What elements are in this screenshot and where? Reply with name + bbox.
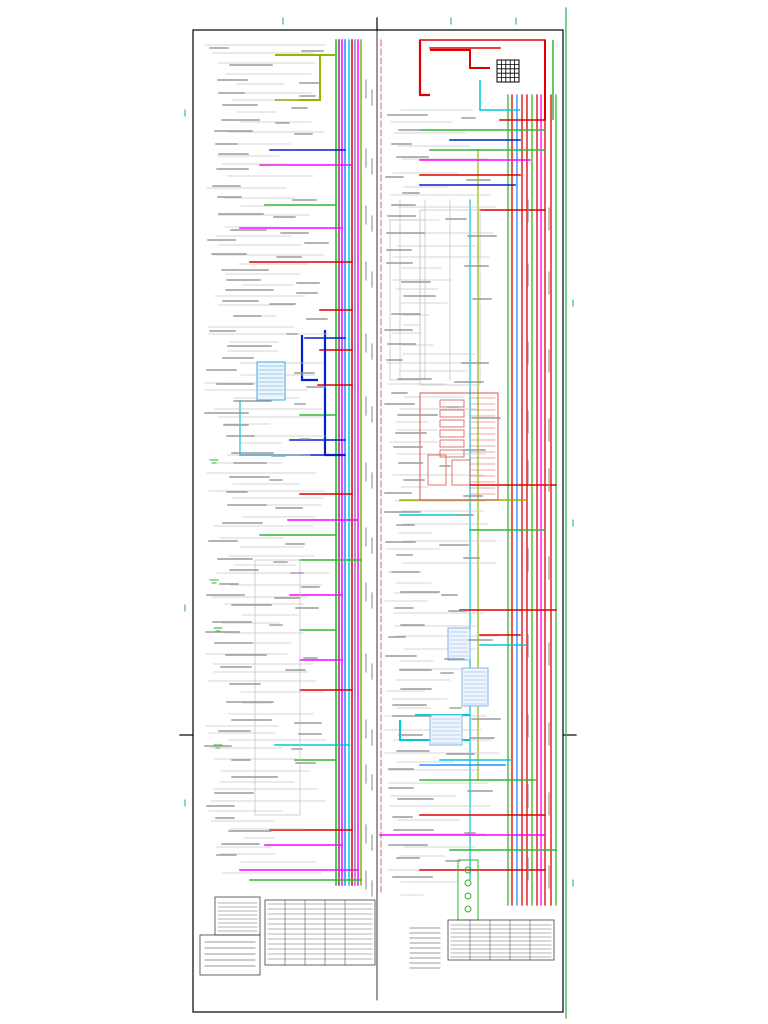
module-outline (419, 209, 481, 386)
connector-grid (496, 59, 520, 83)
title-block-tables (199, 896, 555, 976)
wire-run (479, 80, 520, 111)
connector-block (461, 667, 489, 707)
parts-table (264, 899, 376, 966)
ground-symbol (464, 879, 472, 887)
relay-slot (439, 429, 465, 438)
module-outline (254, 559, 301, 816)
revision-table (447, 919, 555, 961)
relay-block (427, 454, 447, 486)
relay-slot (439, 419, 465, 428)
component-blocks (209, 59, 520, 921)
power-feed (418, 40, 430, 97)
ground-block (457, 859, 479, 921)
title-block (199, 934, 261, 976)
wire-run (300, 335, 318, 382)
relay-slot (439, 439, 465, 448)
wire-runs (204, 39, 557, 896)
relay-slot (439, 409, 465, 418)
ground-symbol (464, 866, 472, 874)
power-feed (430, 49, 490, 69)
wire-run (239, 400, 300, 456)
ecu-module (256, 361, 286, 401)
wire-run (323, 330, 345, 457)
drawing-border (192, 29, 564, 1013)
module-outline (389, 219, 421, 381)
connector-block (429, 714, 463, 746)
illegible-label-strokes (204, 47, 550, 897)
relay-block (451, 459, 471, 486)
sheet-frame (179, 7, 577, 1019)
ground-symbol (464, 905, 472, 913)
relay-slot (439, 399, 465, 408)
relay-slot (439, 449, 465, 458)
ground-symbol (464, 892, 472, 900)
